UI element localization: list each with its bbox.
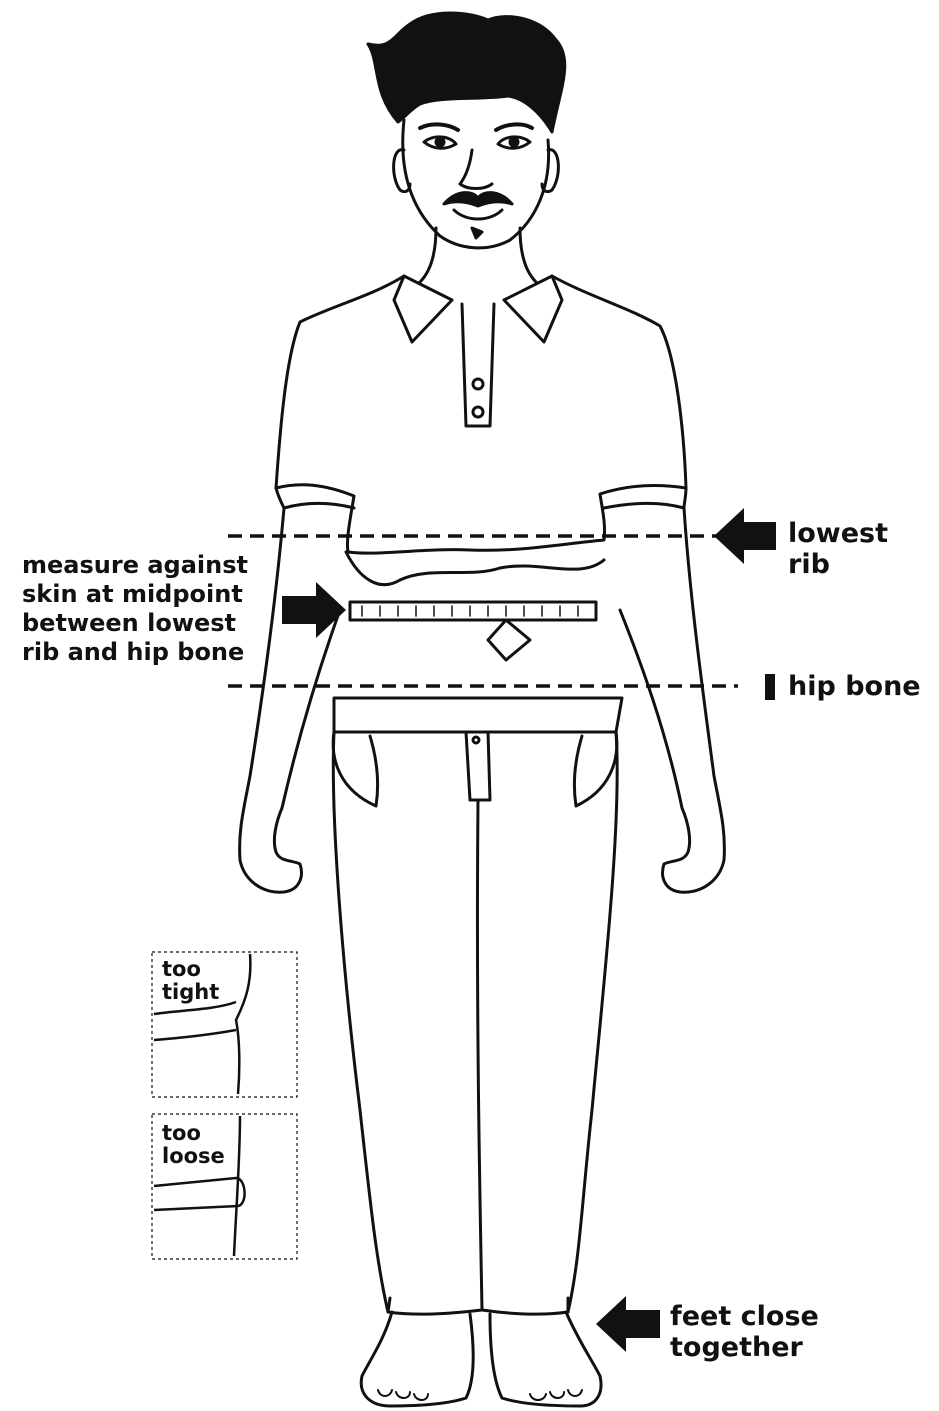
measuring-tape (350, 602, 596, 620)
right-foot (490, 1312, 601, 1406)
too-loose-skin (234, 1116, 240, 1256)
shirt-button-1 (473, 379, 483, 389)
midpoint-arrow (282, 582, 346, 638)
too-loose-label: too loose (162, 1122, 225, 1168)
right-arm (620, 508, 724, 892)
right-eyebrow (496, 124, 532, 130)
trouser-button (473, 737, 479, 743)
hip-bone-marker (765, 674, 775, 700)
left-toes (378, 1390, 428, 1400)
beard (472, 228, 482, 238)
tape-tail (488, 620, 530, 660)
trouser-waistband (334, 698, 622, 732)
shirt-button-2 (473, 407, 483, 417)
shirt-tuck (346, 552, 604, 585)
too-tight-skin (236, 954, 250, 1094)
right-toes (530, 1390, 582, 1400)
too-loose-tape (154, 1178, 245, 1210)
mouth (454, 210, 502, 219)
feet-arrow (596, 1296, 660, 1352)
hair (368, 13, 565, 132)
left-trouser-leg (333, 732, 482, 1314)
collar-left (394, 276, 452, 342)
lowest-rib-arrow (714, 508, 776, 564)
measure-instruction-label: measure against skin at midpoint between… (22, 551, 258, 667)
feet-label: feet close together (670, 1301, 819, 1363)
moustache (444, 193, 512, 206)
nose (460, 150, 492, 189)
right-pocket (574, 732, 616, 806)
hip-bone-label: hip bone (788, 671, 921, 702)
left-pocket (333, 732, 377, 806)
left-eyebrow (420, 124, 458, 130)
collar-right (504, 276, 562, 342)
too-tight-label: too tight (162, 958, 219, 1004)
right-pupil (510, 138, 518, 146)
left-pupil (436, 138, 444, 146)
too-tight-tape (154, 1002, 236, 1040)
right-trouser-leg (482, 732, 617, 1314)
lowest-rib-label: lowest rib (788, 518, 939, 580)
